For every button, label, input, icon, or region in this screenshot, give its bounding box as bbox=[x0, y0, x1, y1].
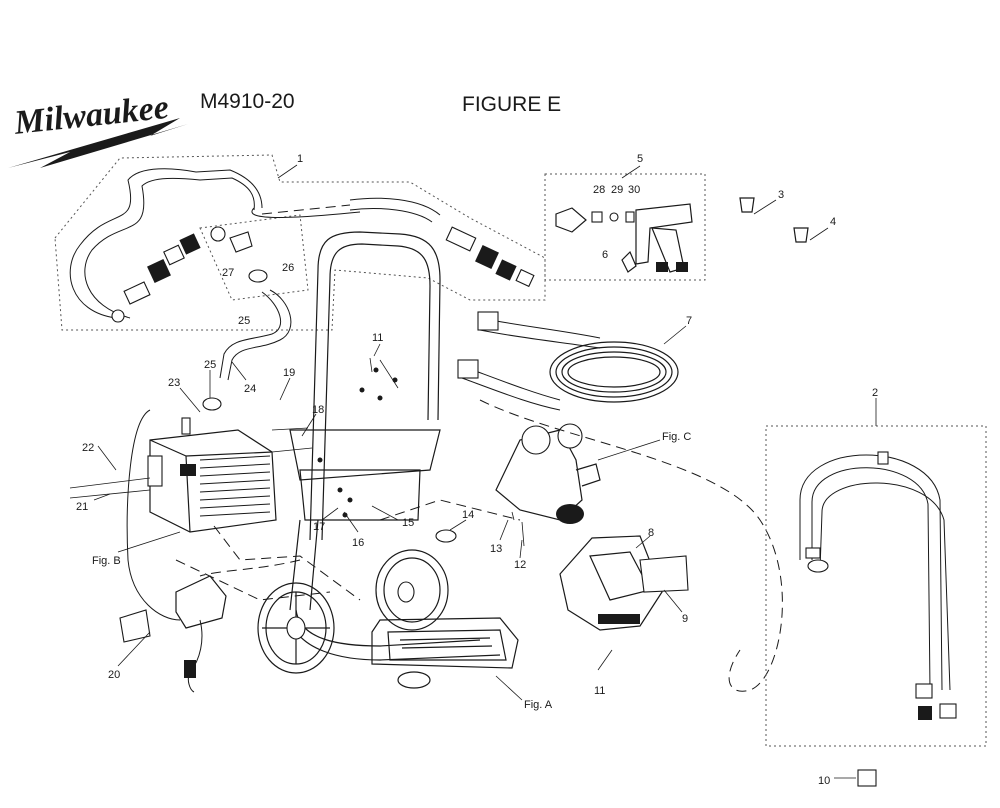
callout-13: 13 bbox=[490, 543, 502, 555]
switch-box bbox=[119, 575, 227, 693]
callout-6: 6 bbox=[602, 249, 608, 261]
callout-fig-b: Fig. B bbox=[92, 555, 121, 567]
callout-25-upper: 25 bbox=[238, 315, 250, 327]
callout-5: 5 bbox=[637, 153, 643, 165]
callout-28: 28 bbox=[593, 184, 605, 196]
callout-24: 24 bbox=[244, 383, 256, 395]
leader-lines bbox=[93, 164, 877, 701]
callout-23: 23 bbox=[168, 377, 180, 389]
callout-fig-c: Fig. C bbox=[662, 431, 691, 443]
callout-19: 19 bbox=[283, 367, 295, 379]
hose-kit-outline bbox=[54, 154, 546, 331]
hose-assembly-1 bbox=[69, 168, 535, 323]
pump-assembly bbox=[495, 423, 601, 524]
pump-cover bbox=[559, 535, 689, 631]
swivel-fittings bbox=[202, 226, 268, 411]
hardware bbox=[69, 357, 525, 547]
callout-21: 21 bbox=[76, 501, 88, 513]
left-wheel bbox=[257, 582, 335, 674]
suction-tube-kit bbox=[765, 425, 987, 747]
callout-30: 30 bbox=[628, 184, 640, 196]
callout-11-cover: 11 bbox=[594, 685, 605, 697]
fittings-subgroup-outline bbox=[199, 214, 309, 301]
figure-title: FIGURE E bbox=[462, 93, 562, 116]
spray-hose-coil bbox=[457, 311, 783, 692]
frame bbox=[289, 231, 501, 661]
callout-4: 4 bbox=[830, 216, 836, 228]
model-number: M4910-20 bbox=[200, 90, 295, 113]
callout-18: 18 bbox=[312, 404, 324, 416]
callout-2: 2 bbox=[872, 387, 878, 399]
callout-7: 7 bbox=[686, 315, 692, 327]
inlet-filter bbox=[834, 769, 877, 787]
callout-20: 20 bbox=[108, 669, 120, 681]
callout-8: 8 bbox=[648, 527, 654, 539]
callout-14: 14 bbox=[462, 509, 474, 521]
callout-17: 17 bbox=[313, 521, 325, 533]
base-assembly bbox=[371, 617, 519, 689]
callout-12: 12 bbox=[514, 559, 526, 571]
callout-25-lower: 25 bbox=[204, 359, 216, 371]
pump-inlet-hose bbox=[219, 289, 292, 381]
spray-tips bbox=[739, 197, 809, 243]
motor-assembly bbox=[126, 409, 277, 621]
callout-11-frame: 11 bbox=[372, 332, 383, 344]
callout-27: 27 bbox=[222, 267, 234, 279]
callout-1: 1 bbox=[297, 153, 303, 165]
callout-15: 15 bbox=[402, 517, 414, 529]
callout-3: 3 bbox=[778, 189, 784, 201]
callout-22: 22 bbox=[82, 442, 94, 454]
callout-fig-a: Fig. A bbox=[524, 699, 553, 711]
callout-labels: 1 2 3 4 5 6 7 8 9 10 11 11 12 13 14 15 1… bbox=[76, 153, 878, 787]
spray-gun-kit bbox=[544, 173, 706, 281]
callout-10: 10 bbox=[818, 775, 830, 787]
lightning-bolt-icon bbox=[8, 118, 188, 168]
callout-29: 29 bbox=[611, 184, 623, 196]
callout-26: 26 bbox=[282, 262, 294, 274]
right-wheel bbox=[375, 549, 449, 631]
callout-16: 16 bbox=[352, 537, 364, 549]
brand-logo: Milwaukee bbox=[8, 89, 188, 168]
callout-9: 9 bbox=[682, 613, 688, 625]
